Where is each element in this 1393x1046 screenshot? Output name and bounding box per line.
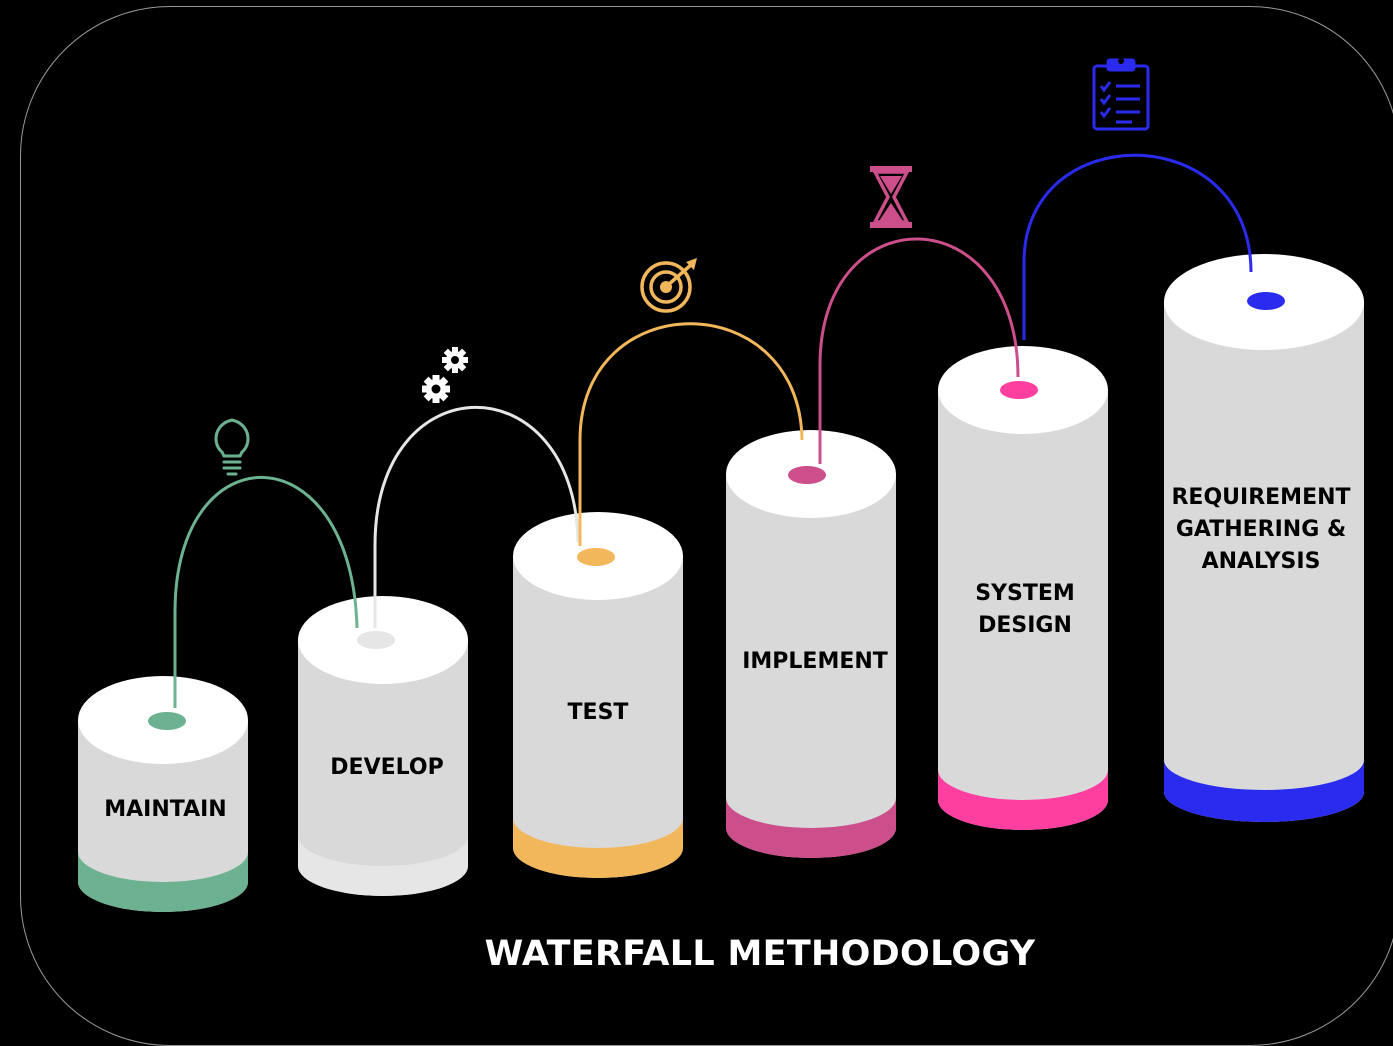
dot-system-design [1000, 381, 1038, 399]
dot-develop [357, 631, 395, 649]
cylinder-implement [726, 430, 896, 858]
lightbulb-icon [214, 418, 250, 476]
clipboard-checklist-icon [1092, 58, 1150, 131]
dot-test [577, 548, 615, 566]
step-label-system-design: SYSTEM DESIGN [975, 581, 1075, 638]
cylinder-system-design [938, 346, 1108, 830]
connector-implement-system-design [818, 237, 1020, 464]
dot-requirement [1247, 292, 1285, 310]
cylinder-test [513, 512, 683, 878]
step-label-develop: DEVELOP [330, 755, 444, 780]
cylinder-maintain [78, 676, 248, 912]
connector-maintain-develop [173, 476, 359, 708]
hourglass-icon [870, 166, 912, 228]
gears-icon [422, 347, 468, 403]
step-label-requirement: REQUIREMENT GATHERING & ANALYSIS [1171, 485, 1351, 574]
target-icon [640, 258, 697, 313]
connector-test-implement [578, 322, 804, 546]
connector-develop-test [373, 405, 580, 628]
dot-implement [788, 466, 826, 484]
cylinder-requirement [1164, 254, 1364, 822]
step-label-implement: IMPLEMENT [742, 649, 888, 674]
connector-system-design-requirement [1022, 153, 1253, 340]
step-label-maintain: MAINTAIN [104, 797, 227, 822]
cylinder-develop [298, 596, 468, 896]
dot-maintain [148, 712, 186, 730]
diagram-title: WATERFALL METHODOLOGY [484, 934, 1036, 974]
step-label-test: TEST [567, 700, 629, 725]
